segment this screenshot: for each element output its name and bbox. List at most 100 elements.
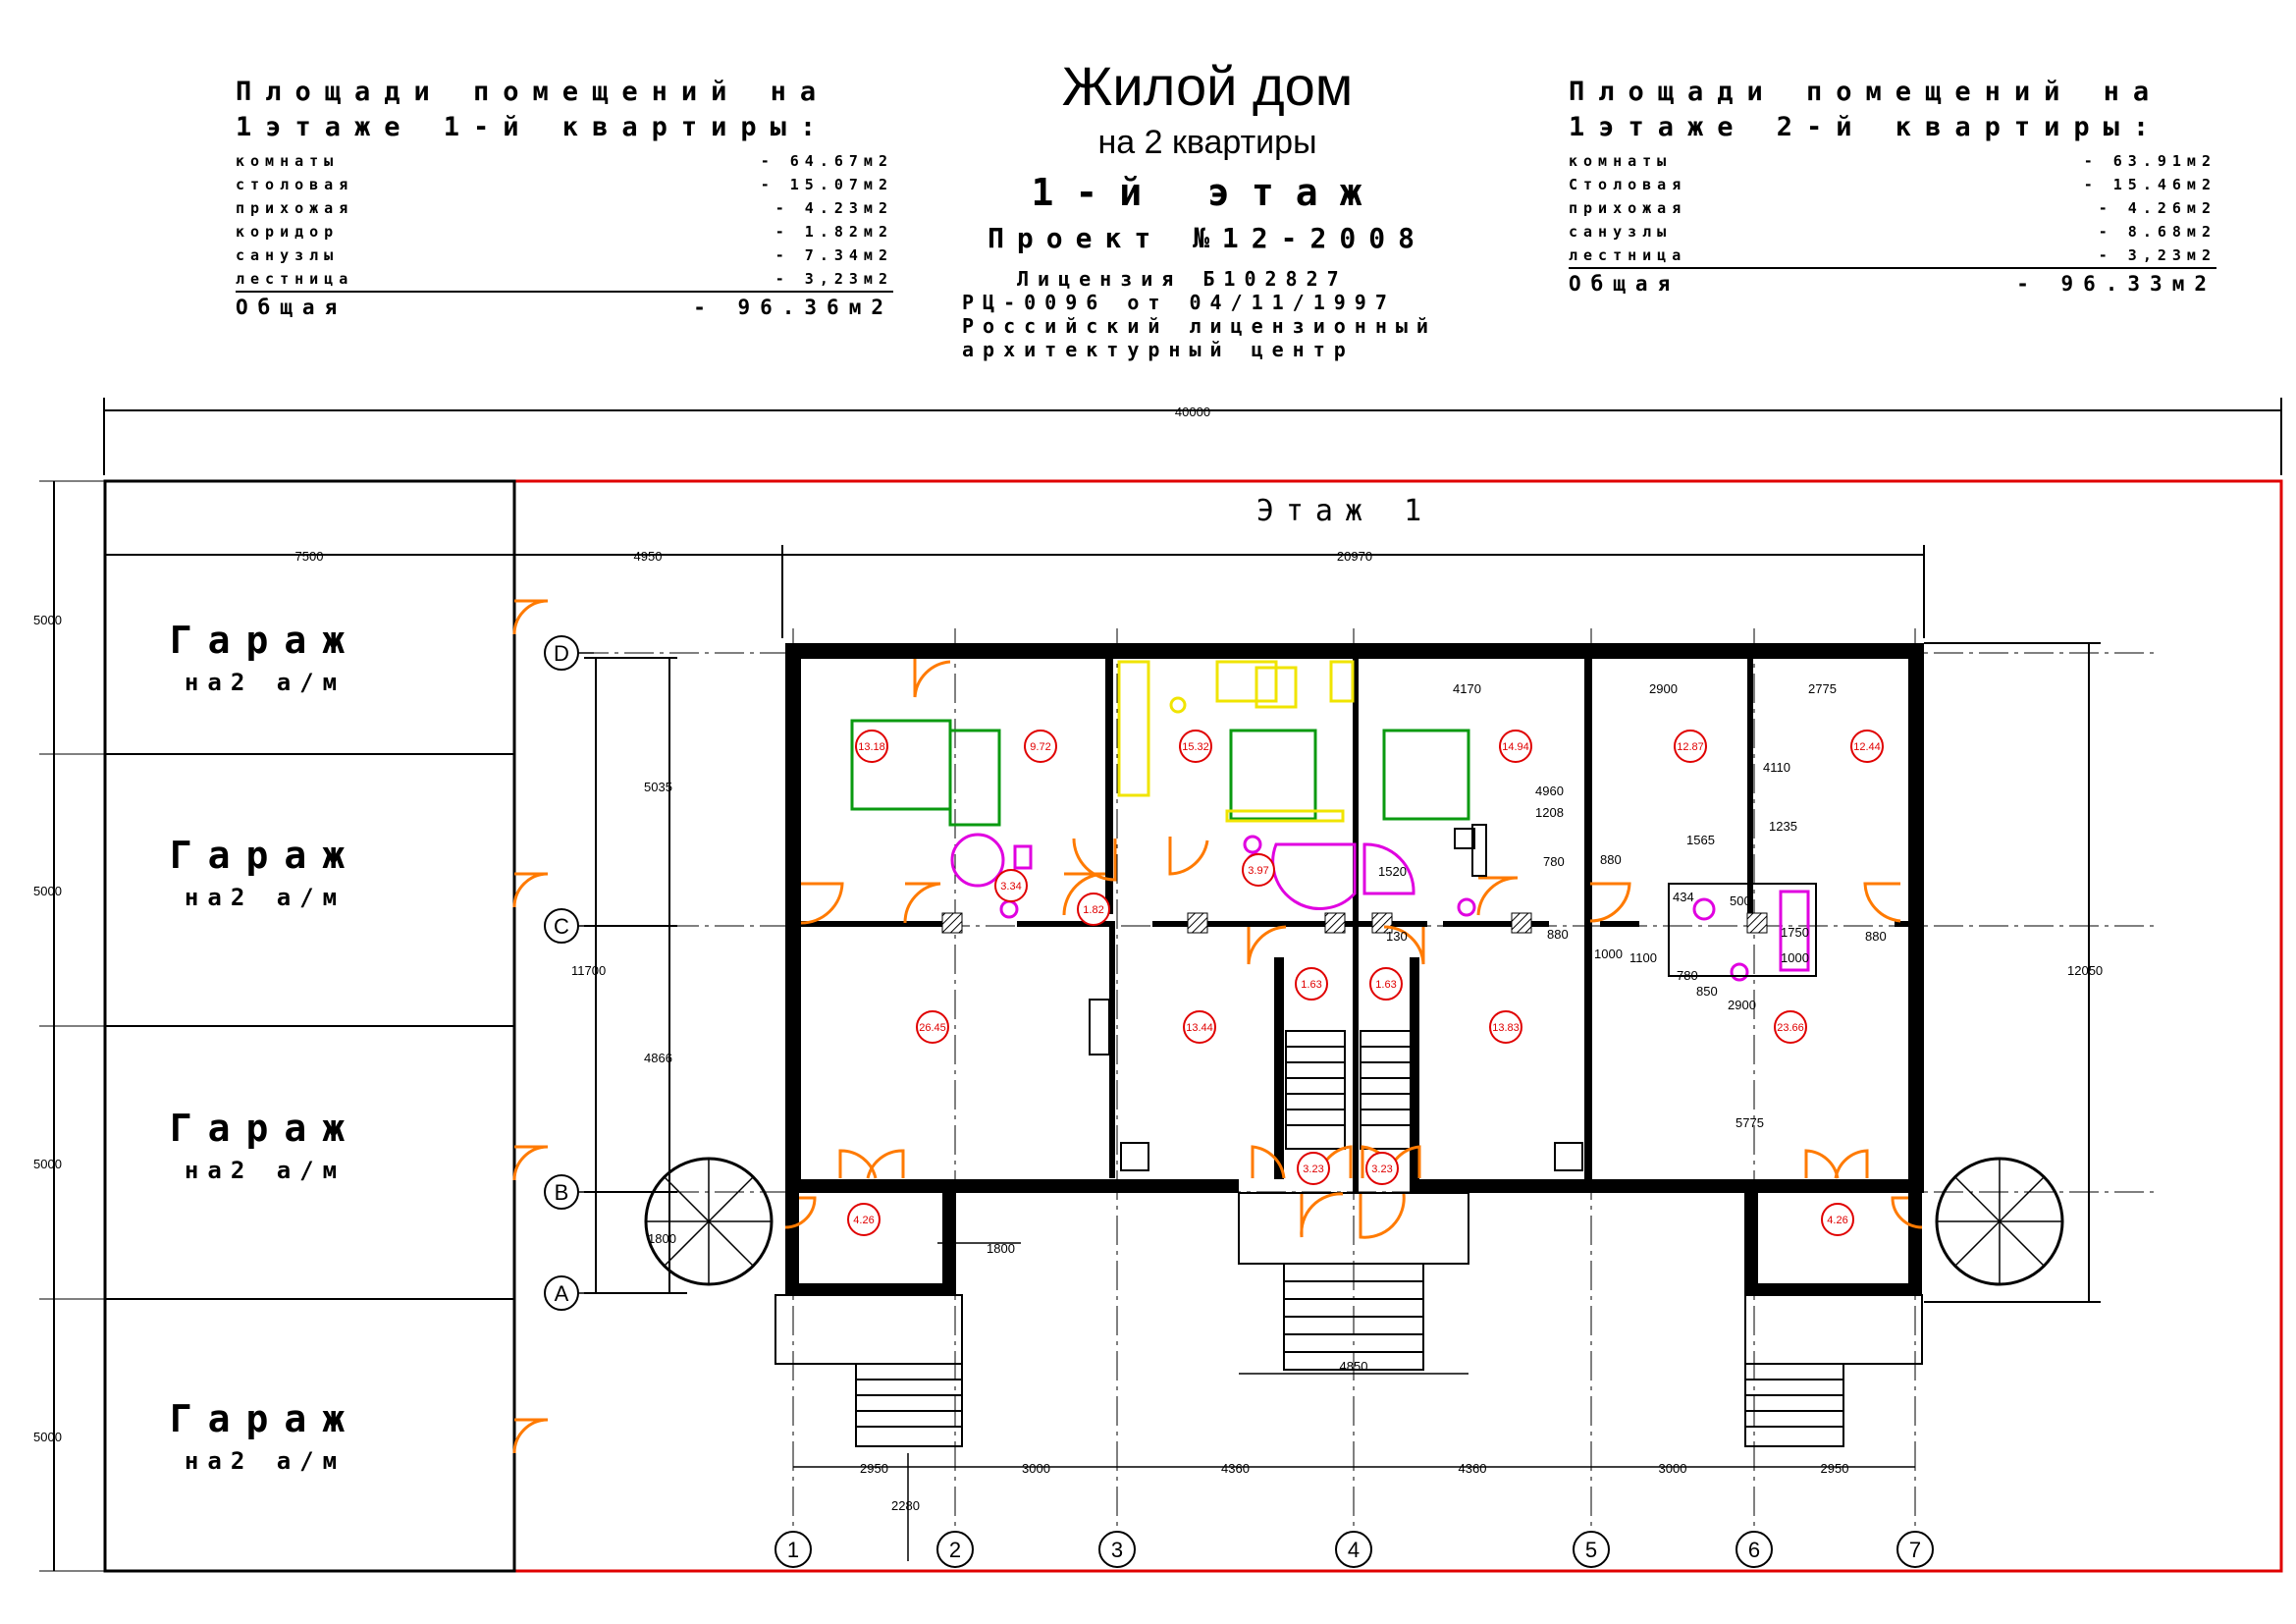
- room-area-tag: [847, 1203, 881, 1236]
- beds: [850, 719, 1470, 827]
- room-area-tag: [1297, 1152, 1330, 1185]
- row-axis-label: B: [555, 1180, 569, 1205]
- dim-r17: 1100: [1629, 950, 1657, 965]
- dim-r15: 1750: [1781, 925, 1809, 940]
- dim-porch: 1800: [987, 1241, 1015, 1256]
- title-sub: на 2 квартиры: [1097, 124, 1317, 161]
- room-area-value: 3.34: [1000, 881, 1021, 893]
- dim-r18: 850: [1696, 984, 1718, 999]
- dim-cb: 4866: [644, 1051, 672, 1065]
- room-area-tag: [1499, 730, 1532, 763]
- misc-details: [1089, 824, 1817, 1171]
- room-area-value: 1.63: [1301, 979, 1321, 991]
- dim-r9b: 880: [1547, 927, 1569, 942]
- room-area-value: 13.83: [1492, 1022, 1520, 1034]
- room-area-tag: [1295, 967, 1328, 1001]
- overall-dim-text: 40000: [1175, 405, 1210, 419]
- license-line1: Лицензия Б102827: [1017, 267, 1348, 291]
- room-area-tag: [1674, 730, 1707, 763]
- house-left-dims: [584, 657, 687, 1294]
- col-axis-label: 5: [1585, 1538, 1597, 1562]
- title-project: Проект №12-2008: [988, 222, 1427, 254]
- room-area-value: 15.32: [1182, 741, 1209, 753]
- dim-axis-total: 11700: [571, 963, 606, 978]
- dim-r19: 5775: [1735, 1115, 1764, 1130]
- apt1-row-name: лестница: [236, 270, 354, 288]
- dim-r11: 1520: [1378, 864, 1407, 879]
- garage-sub-label: на2 а/м: [185, 1447, 346, 1475]
- walls: [785, 643, 1924, 1295]
- apt1-row-value: - 3,23м2: [774, 270, 893, 288]
- dim-r8: 1565: [1686, 833, 1715, 847]
- dim-ba: 1800: [648, 1231, 676, 1246]
- room-area-tag: [1242, 853, 1275, 887]
- apt2-row-name: комнаты: [1569, 152, 1673, 170]
- apt1-title1: Площади помещений на: [236, 77, 830, 107]
- overall-dimension: [103, 398, 2282, 475]
- dim-r14: 434: [1673, 890, 1694, 904]
- apt2-row-name: Столовая: [1569, 176, 1687, 193]
- apt2-total-value: - 96.33м2: [2016, 272, 2216, 296]
- wall-hatches: [941, 912, 1768, 934]
- apt1-areas: Площади помещений на 1этаже 1-й квартиры…: [236, 75, 893, 322]
- room-area-tag: [1179, 730, 1212, 763]
- room-area-value: 26.45: [919, 1022, 946, 1034]
- garage-doors: [512, 599, 549, 1454]
- room-area-value: 3.97: [1248, 865, 1268, 877]
- room-area-value: 13.18: [858, 741, 885, 753]
- col-axis-label: 4: [1348, 1538, 1360, 1562]
- room-area-value: 13.44: [1186, 1022, 1213, 1034]
- apt1-row-name: санузлы: [236, 246, 340, 264]
- dim-r7: 1235: [1769, 819, 1797, 834]
- room-area-tag: [1183, 1010, 1216, 1044]
- house-right-dims: [1924, 642, 2101, 1303]
- apt1-total-value: - 96.36м2: [693, 296, 893, 319]
- col-axis-label: 7: [1909, 1538, 1921, 1562]
- apt2-title1: Площади помещений на: [1569, 77, 2163, 107]
- room-area-value: 12.87: [1677, 741, 1704, 753]
- bottom-dim-text: 4360: [1459, 1461, 1487, 1476]
- apt2-row: комнаты - 63.91м2: [1569, 149, 2216, 173]
- col-axis-bubble: [774, 1531, 812, 1568]
- apt2-row-value: - 63.91м2: [2083, 152, 2216, 170]
- apt2-row-value: - 4.26м2: [2098, 199, 2216, 217]
- dim-r9c: 880: [1865, 929, 1887, 944]
- apt1-row-value: - 15.07м2: [760, 176, 893, 193]
- bottom-dim-text: 2950: [860, 1461, 888, 1476]
- license-line4: архитектурный центр: [962, 338, 1355, 361]
- title-block: Жилой дом на 2 квартиры 1-й этаж Проект …: [962, 55, 1453, 259]
- apt2-row-value: - 15.46м2: [2083, 176, 2216, 193]
- bottom-dim-text: 3000: [1659, 1461, 1687, 1476]
- garage-label: Гараж: [170, 1107, 360, 1150]
- bottom-dim-text: 3000: [1022, 1461, 1050, 1476]
- apt1-row-value: - 7.34м2: [774, 246, 893, 264]
- col-axis-bubble: [1735, 1531, 1773, 1568]
- room-area-value: 1.63: [1375, 979, 1396, 991]
- porch-dims: [793, 1242, 1915, 1561]
- room-area-tag: [1369, 967, 1403, 1001]
- col-axis-label: 6: [1748, 1538, 1760, 1562]
- apt1-row-name: прихожая: [236, 199, 354, 217]
- apt1-title2: 1этаже 1-й квартиры:: [236, 112, 830, 142]
- round-towers: [644, 1157, 2064, 1286]
- room-area-tag: [1365, 1152, 1399, 1185]
- room-doors: [784, 659, 1923, 1239]
- dim-garage-width: 7500: [295, 549, 324, 564]
- dim-r3: 2775: [1808, 681, 1837, 696]
- garage-label: Гараж: [170, 619, 360, 662]
- room-area-value: 3.23: [1371, 1164, 1392, 1175]
- apt1-total: Общая - 96.36м2: [236, 293, 893, 322]
- row-axis-label: A: [555, 1281, 569, 1306]
- dim-offset: 2280: [891, 1498, 920, 1513]
- apt1-row: столовая- 15.07м2: [236, 173, 893, 196]
- room-area-value: 4.26: [1827, 1215, 1847, 1226]
- room-area-value: 3.23: [1303, 1164, 1323, 1175]
- room-area-tag: [1489, 1010, 1522, 1044]
- dim-r6: 4110: [1763, 760, 1790, 775]
- garage-block: [39, 479, 516, 1573]
- apt2-row: Столовая - 15.46м2: [1569, 173, 2216, 196]
- row-axis-label: C: [554, 914, 569, 939]
